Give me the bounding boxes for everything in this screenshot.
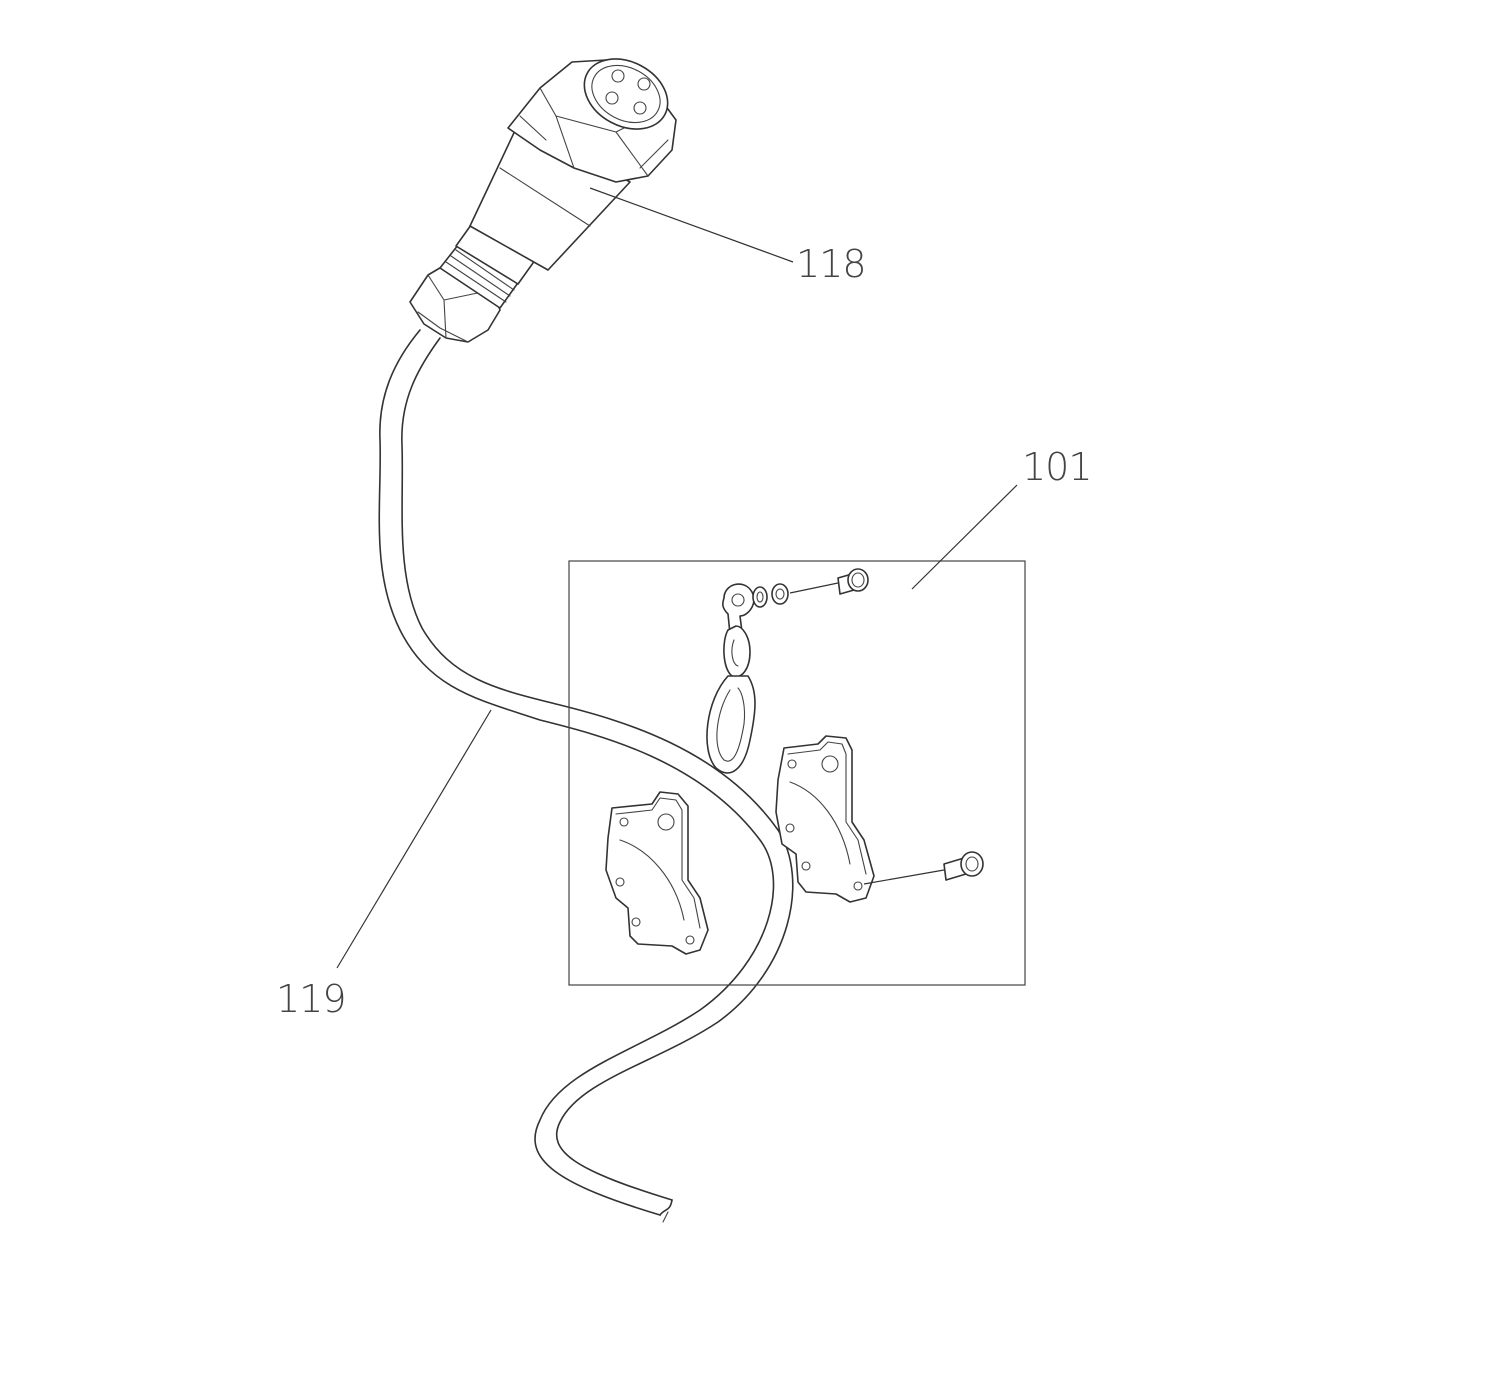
washers [752,583,789,608]
leader-101 [911,484,1018,590]
leader-118 [589,187,794,263]
callout-101: 101 [1022,445,1092,489]
callout-118: 118 [796,242,866,286]
bracket-right [775,735,875,903]
bracket-left [605,791,709,955]
connector-plug [409,58,677,343]
kit-frame [568,560,1026,986]
cable [378,329,794,1223]
connector-body [469,119,631,271]
callout-119: 119 [276,977,346,1021]
screw-bottom [943,851,984,881]
screw-top [837,568,869,595]
snap-hook [706,583,756,774]
leader-119 [336,709,492,969]
connector-face [583,58,669,130]
